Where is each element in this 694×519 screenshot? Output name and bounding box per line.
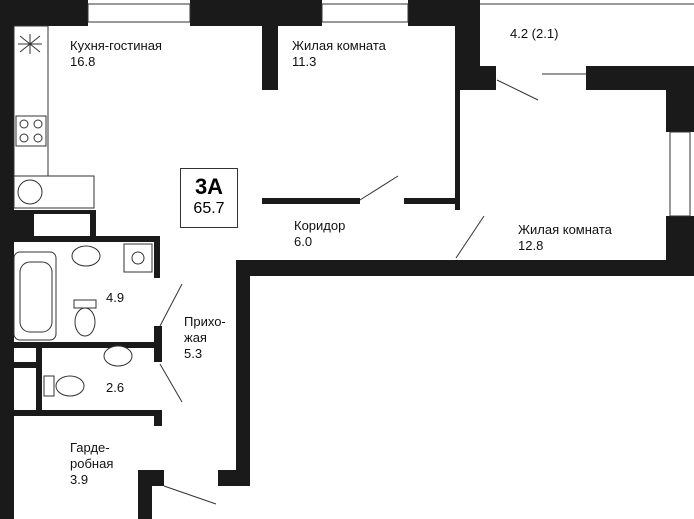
bedroom1-area: 11.3 xyxy=(292,54,317,69)
bathroom-fixtures xyxy=(13,243,153,397)
apartment-type: 3А xyxy=(194,174,224,199)
window-frames xyxy=(87,3,694,217)
corridor-area: 6.0 xyxy=(294,234,313,249)
hall-area: 5.3 xyxy=(184,346,203,361)
wardrobe-name-line2: робная xyxy=(70,456,114,471)
kitchen-area: 16.8 xyxy=(70,54,96,69)
kitchen-fixtures xyxy=(13,25,95,209)
apartment-badge: 3А 65.7 xyxy=(180,168,238,228)
bedroom2-area: 12.8 xyxy=(518,238,544,253)
wardrobe-name-line1: Гарде- xyxy=(70,440,110,455)
kitchen-name: Кухня-гостиная xyxy=(70,38,162,53)
balcony-area: 4.2 (2.1) xyxy=(510,26,559,41)
door-swings xyxy=(159,73,586,505)
bedroom1-name: Жилая комната xyxy=(292,38,386,53)
corridor-name: Коридор xyxy=(294,218,346,233)
hall-name-line1: Прихо- xyxy=(184,314,226,329)
bedroom2-name: Жилая комната xyxy=(518,222,612,237)
wardrobe-area: 3.9 xyxy=(70,472,89,487)
apartment-total-area: 65.7 xyxy=(193,200,225,217)
hall-name-line2: жая xyxy=(184,330,207,345)
bathroom-area: 4.9 xyxy=(106,290,125,305)
toilet-area: 2.6 xyxy=(106,380,125,395)
